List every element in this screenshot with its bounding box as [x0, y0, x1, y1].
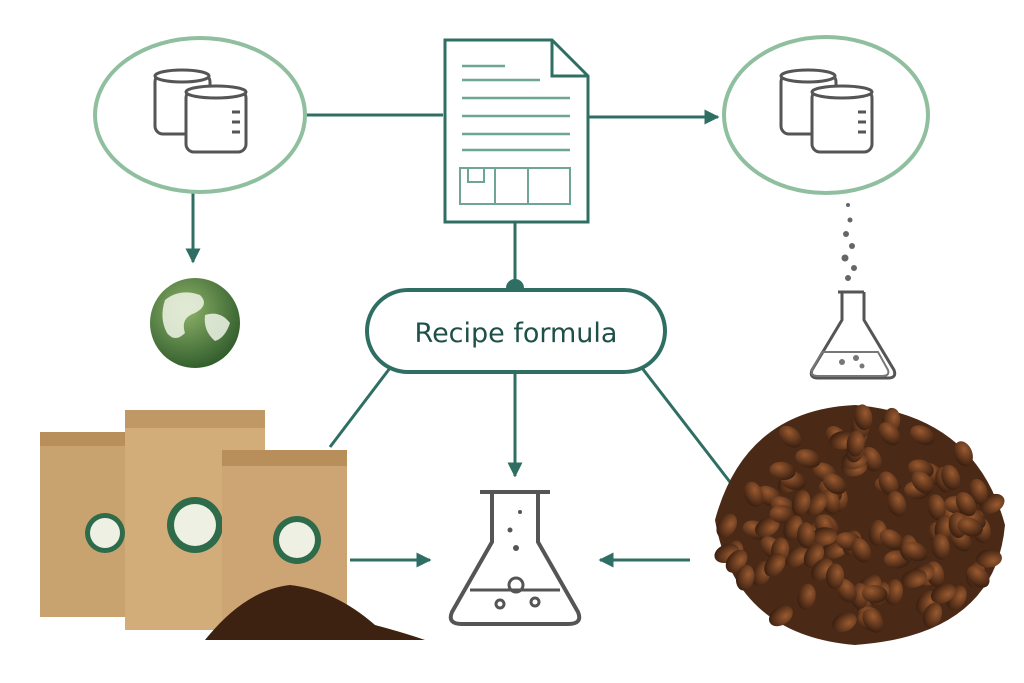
- coffee-bean: [791, 490, 811, 516]
- coffee-bean: [955, 492, 977, 517]
- coffee-bean: [976, 549, 1002, 568]
- coffee-bean: [755, 516, 780, 538]
- coffee-bean: [795, 449, 821, 468]
- recipe-formula-label: Recipe formula: [415, 318, 618, 349]
- coffee-bean: [744, 481, 764, 508]
- coffee-bean: [832, 612, 857, 633]
- coffee-bean: [878, 422, 901, 446]
- coffee-bean: [716, 513, 737, 538]
- coffee-bean: [927, 494, 946, 521]
- connector-recipe-bags: [328, 367, 392, 448]
- coffee-bean: [797, 583, 816, 610]
- coffee-bean: [851, 537, 872, 563]
- small-flask-icon: [809, 203, 897, 380]
- coffee-bean: [957, 517, 983, 537]
- coffee-bean: [861, 584, 888, 604]
- coffee-bag: [40, 432, 140, 617]
- globe-icon: [150, 278, 240, 368]
- coffee-bean: [854, 404, 873, 431]
- coffee-bean: [778, 425, 802, 448]
- coffee-bean: [941, 464, 961, 491]
- coffee-bean: [968, 478, 988, 505]
- coffee-bean: [764, 553, 786, 577]
- coffee-bean: [735, 564, 755, 591]
- coffee-bean: [901, 569, 928, 588]
- database-icon: [153, 68, 248, 154]
- coffee-bean: [797, 522, 816, 549]
- coffee-bean: [862, 608, 884, 633]
- recipe-formula-node: Recipe formula: [365, 288, 667, 374]
- coffee-bean: [931, 533, 950, 560]
- document-icon: [443, 38, 590, 224]
- flask-icon: [448, 490, 582, 626]
- coffee-bean: [846, 430, 865, 457]
- coffee-bean: [805, 492, 827, 516]
- coffee-bean: [768, 605, 793, 627]
- coffee-bean: [902, 541, 928, 562]
- coffee-bean: [769, 461, 796, 480]
- coffee-bean: [910, 425, 935, 446]
- coffee-bean: [931, 583, 956, 604]
- coffee-bean: [785, 545, 809, 568]
- coffee-beans-image: [714, 404, 1005, 645]
- coffee-bean: [822, 473, 847, 495]
- coffee-bean: [887, 491, 907, 517]
- database-node-right: [722, 35, 930, 195]
- coffee-bean: [826, 563, 845, 590]
- coffee-bag: [222, 450, 347, 625]
- coffee-bean: [966, 565, 990, 588]
- database-icon: [779, 68, 874, 154]
- coffee-bean: [911, 471, 934, 494]
- coffee-bean: [953, 441, 973, 467]
- database-node-left: [93, 36, 307, 194]
- coffee-bean: [821, 489, 841, 515]
- coffee-bean: [922, 602, 943, 629]
- bean-pile-small: [205, 585, 425, 640]
- coffee-bean: [811, 527, 838, 546]
- connector-recipe-beans: [640, 367, 742, 496]
- coffee-bean: [879, 529, 904, 550]
- coffee-bean: [884, 579, 903, 606]
- coffee-bags-image: [40, 410, 425, 640]
- coffee-bean: [878, 471, 899, 496]
